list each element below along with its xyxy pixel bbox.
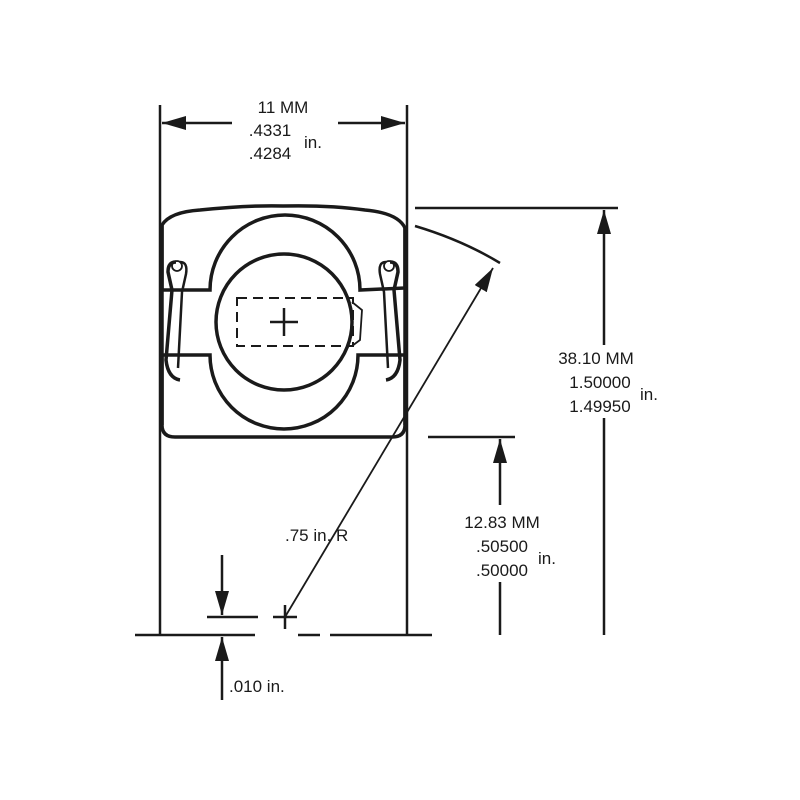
od-max: 1.50000 [569, 373, 630, 392]
bore-unit: in. [538, 549, 556, 568]
width-unit: in. [304, 133, 322, 152]
radius-label: .75 in. R [285, 526, 348, 545]
bore-mm: 12.83 MM [464, 513, 540, 532]
bearing-section [160, 204, 407, 439]
offset-dimension: .010 in. [215, 555, 285, 700]
offset-label: .010 in. [229, 677, 285, 696]
od-min: 1.49950 [569, 397, 630, 416]
extension-lines [135, 105, 618, 637]
width-min: .4284 [249, 144, 292, 163]
od-dimension: 38.10 MM 1.50000 1.49950 in. [558, 210, 658, 635]
shield-left [164, 260, 188, 382]
bore-max: .50500 [476, 537, 528, 556]
cage-outline [236, 297, 354, 347]
width-dimension: 11 MM .4331 .4284 in. [162, 98, 405, 163]
radius-dimension: .75 in. R [273, 224, 501, 629]
od-unit: in. [640, 385, 658, 404]
width-mm: 11 MM [258, 98, 309, 117]
bore-min: .50000 [476, 561, 528, 580]
width-max: .4331 [249, 121, 292, 140]
ball [214, 252, 354, 392]
shield-right [378, 260, 402, 382]
od-mm: 38.10 MM [558, 349, 634, 368]
bore-dimension: 12.83 MM .50500 .50000 in. [464, 439, 556, 635]
